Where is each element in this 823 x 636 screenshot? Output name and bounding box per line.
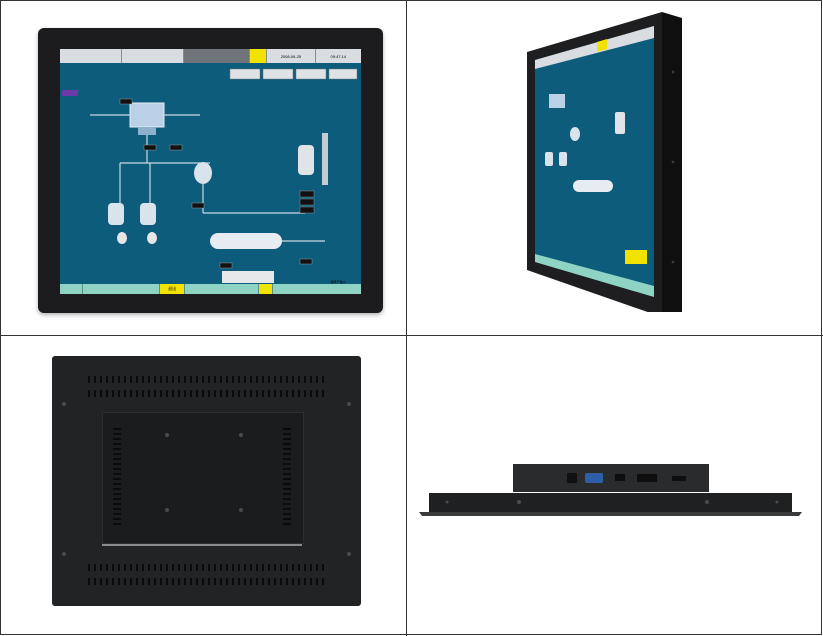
vent-slots-bottom: [88, 564, 324, 571]
mounting-plate: [102, 412, 304, 544]
front-view-panel: 2008-06-25 09:47:14: [0, 0, 406, 335]
bottom-view-drawing: [419, 464, 802, 516]
vent-slots-top-2: [88, 390, 324, 397]
hmi-top-bar: 2008-06-25 09:47:14: [60, 49, 361, 63]
corner-screw: [62, 402, 66, 406]
corner-screw: [347, 402, 351, 406]
bottom-bar-alarm: [258, 284, 274, 294]
vent-slots-right: [283, 428, 291, 525]
vesa-screw: [165, 508, 169, 512]
vent-slots-bottom-2: [88, 578, 324, 585]
corner-screw: [62, 552, 66, 556]
back-seam: [102, 544, 302, 546]
corner-screw: [347, 552, 351, 556]
hmi-time: 09:47:14: [330, 53, 347, 59]
grid-divider-vertical: [406, 0, 407, 636]
hmi-bottom-bar: 退出: [60, 284, 361, 294]
angled-view-panel: [407, 0, 822, 335]
hmi-date: 2008-06-25: [267, 49, 316, 63]
bottom-bar-segment: [83, 284, 161, 294]
monitor-back-cover: [52, 356, 361, 606]
vesa-screw: [239, 433, 243, 437]
vent-slots-left: [113, 428, 121, 525]
top-bar-segment: [60, 49, 123, 63]
monitor-bezel: 2008-06-25 09:47:14: [38, 28, 383, 313]
hmi-label-box: 循环产量(t): [330, 280, 346, 284]
vesa-screw: [165, 433, 169, 437]
bottom-bar-segment: [60, 284, 83, 294]
top-bar-segment: [122, 49, 185, 63]
grid-divider-horizontal: [0, 335, 823, 336]
vesa-screw: [239, 508, 243, 512]
bottom-view-panel: [407, 336, 822, 636]
bottom-bar-segment: [185, 284, 259, 294]
hmi-screen: 2008-06-25 09:47:14: [60, 49, 361, 294]
vent-slots-top: [88, 376, 324, 383]
angled-monitor: [527, 12, 682, 312]
exit-button[interactable]: 退出: [160, 284, 185, 294]
top-bar-segment: [184, 49, 251, 63]
bottom-bar-segment: [273, 284, 361, 294]
top-bar-alarm: [250, 49, 268, 63]
process-diagram: [62, 68, 358, 283]
